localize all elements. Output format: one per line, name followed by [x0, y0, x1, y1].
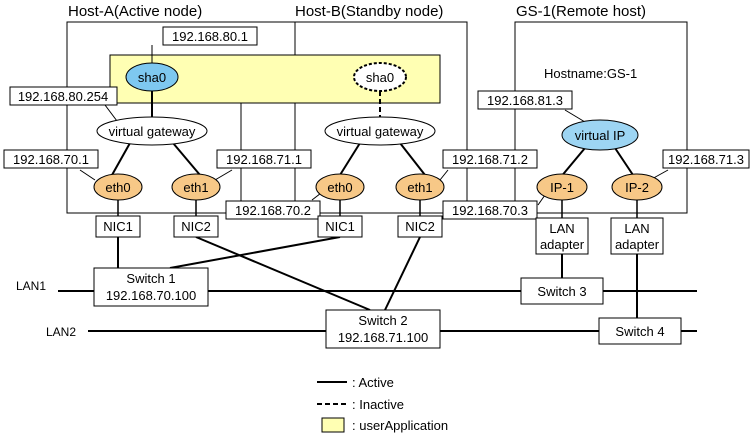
link-a-nic2-switch2: [195, 236, 371, 311]
sha0-inactive-label: sha0: [366, 70, 394, 85]
host-b-nic2: [397, 215, 443, 238]
ip-a-eth0-text: 192.168.70.1: [13, 152, 89, 167]
callout-b-eth1: [439, 169, 449, 181]
host-a-eth0-label: eth0: [105, 180, 130, 195]
link-b-nic2-switch2: [384, 236, 421, 311]
ip-b-eth0-text: 192.168.70.2: [235, 203, 311, 218]
link-vgw-eth0-a: [111, 142, 131, 176]
lan2-label: LAN2: [46, 325, 76, 339]
virtual-gateway-b-label: virtual gateway: [337, 124, 424, 139]
link-vip-ip1: [559, 147, 586, 179]
ip-box-b-eth1: [442, 149, 538, 169]
gs1-ip1-label: IP-1: [550, 180, 574, 195]
virtual-gateway-b: [324, 116, 436, 146]
host-a-nic2-label: NIC2: [181, 219, 211, 234]
gs1-hostname: Hostname:GS-1: [544, 66, 637, 81]
host-a-nic1-label: NIC1: [103, 219, 133, 234]
ip-box-vgw: [9, 86, 118, 106]
callout-a-eth0: [79, 169, 96, 181]
ip-ip1-text: 192.168.70.3: [452, 203, 528, 218]
gs1-lan-adapter-1-line1: LAN: [549, 221, 574, 236]
switch-3: [520, 277, 604, 305]
ip-sha-text: 192.168.80.1: [172, 29, 248, 44]
virtual-gateway-a-label: virtual gateway: [109, 124, 196, 139]
ip-a-eth1-text: 192.168.71.1: [226, 152, 302, 167]
sha0-active-label: sha0: [138, 70, 166, 85]
ip-box-vip: [477, 90, 573, 110]
lan1-label: LAN1: [16, 279, 46, 293]
host-b-eth1: [395, 173, 445, 201]
switch-2: [325, 309, 441, 349]
gs1-lan-adapter-2: [610, 217, 664, 255]
switch-1: [93, 267, 209, 307]
legend-active-label: : Active: [352, 375, 394, 390]
host-b-title: Host-B(Standby node): [295, 3, 443, 20]
link-vip-ip2: [614, 147, 636, 179]
legend-inactive-label: : Inactive: [352, 397, 404, 412]
ip-box-ip2: [662, 149, 750, 169]
ip-box-a-eth1: [216, 149, 312, 169]
callout-ip1: [537, 194, 546, 206]
callout-vip: [564, 109, 586, 123]
ip-box-ip1: [442, 200, 538, 220]
host-a-eth0: [93, 173, 143, 201]
switch-4: [598, 317, 682, 345]
switch-1-ip: 192.168.70.100: [106, 288, 196, 303]
link-vgw-eth0-b: [339, 142, 361, 176]
host-b-eth1-label: eth1: [407, 180, 432, 195]
legend-user-application-swatch: [321, 417, 345, 433]
ip-box-a-eth0: [3, 149, 99, 169]
gs1-ip2-label: IP-2: [625, 180, 649, 195]
host-b-eth0-label: eth0: [327, 180, 352, 195]
link-vgw-eth1-b: [399, 142, 426, 176]
virtual-ip: [561, 119, 639, 151]
gs1-title: GS-1(Remote host): [516, 3, 646, 20]
ip-b-eth1-text: 192.168.71.2: [452, 152, 528, 167]
legend-user-application-label: : userApplication: [352, 418, 448, 433]
ip-ip2-text: 192.168.71.3: [668, 152, 744, 167]
ip-box-sha: [162, 26, 258, 46]
gs1-lan-adapter-1: [535, 217, 589, 255]
sha0-inactive: [353, 62, 407, 92]
gs1-ip2: [611, 173, 663, 201]
sha0-active: [125, 62, 179, 92]
host-a-eth1: [171, 173, 221, 201]
host-b-eth0: [315, 173, 365, 201]
gs1-lan-adapter-1-line2: adapter: [540, 237, 585, 252]
switch-2-ip: 192.168.71.100: [338, 330, 428, 345]
switch-4-label: Switch 4: [615, 324, 664, 339]
ip-vip-text: 192.168.81.3: [487, 93, 563, 108]
gs1-lan-adapter-2-line1: LAN: [624, 221, 649, 236]
host-a-nic2: [173, 215, 219, 238]
host-b-nic1: [317, 215, 363, 238]
switch-3-label: Switch 3: [537, 284, 586, 299]
virtual-ip-label: virtual IP: [575, 128, 626, 143]
host-a-nic1: [95, 215, 141, 238]
callout-a-eth1: [214, 169, 233, 181]
switch-2-label: Switch 2: [358, 313, 407, 328]
ip-box-b-eth0: [225, 200, 321, 220]
ip-vgw-text: 192.168.80.254: [18, 89, 108, 104]
host-a-title: Host-A(Active node): [68, 3, 202, 20]
switch-1-label: Switch 1: [126, 271, 175, 286]
gs1-lan-adapter-2-line2: adapter: [615, 237, 660, 252]
host-a-eth1-label: eth1: [183, 180, 208, 195]
link-b-nic1-switch1: [169, 236, 341, 269]
link-vgw-eth1-a: [172, 142, 201, 176]
gs1-ip1: [536, 173, 588, 201]
host-b-nic2-label: NIC2: [405, 219, 435, 234]
virtual-gateway-a: [96, 116, 208, 146]
host-b-nic1-label: NIC1: [325, 219, 355, 234]
